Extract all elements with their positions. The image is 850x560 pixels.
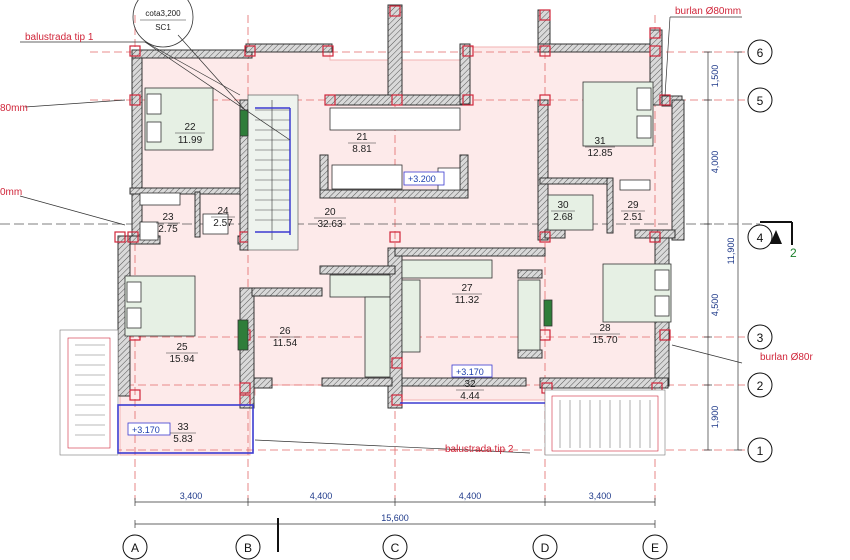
level-box-left	[127, 422, 171, 436]
axis-4: 4	[757, 231, 764, 245]
balustrada-tip-1: balustrada tip 1	[25, 32, 94, 43]
dim-bottom-2: 4,400	[310, 491, 333, 501]
room-32-area: 4.44	[460, 391, 480, 402]
left-80mm: 80mm	[0, 103, 28, 114]
section-circle	[132, 0, 194, 48]
level-bath: +3.200	[408, 174, 436, 184]
axis-e: E	[651, 541, 659, 555]
dim-right-2: 4,000	[710, 151, 720, 174]
room-31-num: 31	[594, 136, 606, 147]
room-27-num: 27	[461, 283, 473, 294]
level-box-bath	[403, 171, 445, 186]
axis-3: 3	[757, 331, 764, 345]
room-26-num: 26	[279, 326, 291, 337]
room-29-area: 2.51	[623, 212, 643, 223]
dim-right-1: 1,500	[710, 65, 720, 88]
dim-bottom-3: 4,400	[459, 491, 482, 501]
axis-b: B	[244, 541, 252, 555]
dim-right-3: 4,500	[710, 294, 720, 317]
bottom-dimension-lines	[134, 498, 656, 552]
level-balcony-mid: +3.170	[456, 367, 484, 377]
room-24-area: 2.57	[213, 218, 233, 229]
level-balcony-left: +3.170	[132, 425, 160, 435]
dim-right-4: 1,900	[710, 406, 720, 429]
furniture	[124, 81, 672, 378]
room-30-area: 2.68	[553, 212, 573, 223]
room-20-num: 20	[324, 207, 336, 218]
room-31-area: 12.85	[587, 148, 612, 159]
dim-total: 15,600	[381, 513, 409, 523]
axis-d: D	[541, 541, 550, 555]
room-21-area: 8.81	[352, 144, 372, 155]
balustrada-tip-2: balustrada tip 2	[445, 444, 514, 455]
room-33-area: 5.83	[173, 434, 193, 445]
axis-bubbles	[122, 39, 773, 560]
room-20-area: 32.63	[317, 219, 342, 230]
room-26-area: 11.54	[273, 338, 298, 349]
room-22-area: 11.99	[178, 135, 203, 146]
room-21-num: 21	[356, 132, 368, 143]
axis-c: C	[391, 541, 400, 555]
dim-right-total: 11,900	[726, 238, 736, 265]
room-25-num: 25	[176, 342, 188, 353]
section-level: cota3,200	[145, 9, 181, 18]
axis-1: 1	[757, 444, 764, 458]
axis-6: 6	[757, 46, 764, 60]
room-24-num: 24	[217, 206, 229, 217]
level-box-mid	[451, 364, 493, 378]
room-25-area: 15.94	[169, 354, 194, 365]
room-32-num: 32	[464, 379, 476, 390]
room-27-area: 11.32	[455, 295, 480, 306]
room-23-area: 2.75	[158, 224, 178, 235]
room-30-num: 30	[557, 200, 569, 211]
room-28-area: 15.70	[592, 335, 617, 346]
room-22-num: 22	[184, 122, 196, 133]
dim-bottom-1: 3,400	[180, 491, 203, 501]
room-23-num: 23	[162, 212, 174, 223]
room-28-num: 28	[599, 323, 611, 334]
section-name: SC1	[155, 23, 171, 32]
axis-a: A	[131, 541, 139, 555]
burlan-right: burlan Ø80r	[760, 352, 813, 363]
section-cut-number: 2	[790, 246, 797, 260]
burlan-top: burlan Ø80mm	[675, 6, 741, 17]
balcony-right	[400, 389, 666, 456]
columns	[114, 5, 671, 406]
axis-5: 5	[757, 94, 764, 108]
room-33-num: 33	[177, 422, 189, 433]
right-dimension-lines	[704, 51, 742, 451]
left-0mm: 0mm	[0, 187, 22, 198]
balcony-left	[59, 329, 254, 456]
leader-lines	[19, 16, 743, 454]
dim-bottom-4: 3,400	[589, 491, 612, 501]
axis-2: 2	[757, 379, 764, 393]
room-29-num: 29	[627, 200, 639, 211]
stair	[247, 94, 299, 251]
